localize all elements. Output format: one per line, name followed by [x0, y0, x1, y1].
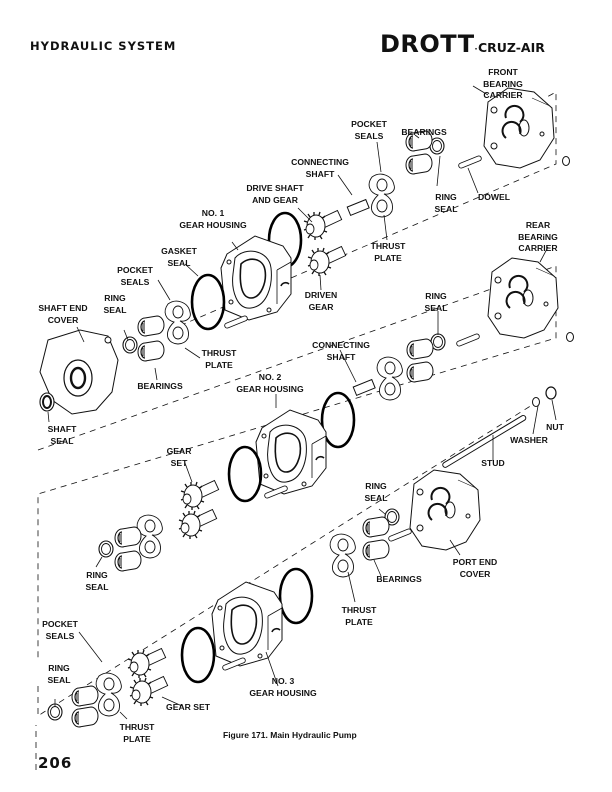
bearings-part-bottom — [71, 685, 99, 728]
label-bearings-left: BEARINGS — [137, 381, 183, 391]
guide-line-upper-middle — [37, 265, 557, 660]
label-shaft-seal: SHAFT SEAL — [47, 424, 77, 446]
label-no3-gear-housing: NO. 3 GEAR HOUSING — [249, 676, 317, 698]
label-shaft-end-cover: SHAFT END COVER — [38, 303, 88, 325]
thrust-plate-part-mid — [376, 356, 403, 401]
dowel-part-top — [457, 154, 483, 170]
label-thrust-plate-left: THRUST PLATE — [201, 348, 237, 370]
gasket-ring-no2-right — [320, 391, 356, 449]
connecting-shaft-part-top — [346, 198, 370, 217]
bearings-part-rear — [406, 338, 434, 383]
dowel-part-no1 — [223, 314, 249, 330]
assembly-guide-lines — [35, 91, 557, 770]
connecting-shaft-part-mid — [352, 378, 376, 397]
label-ring-seal-mid-left: RING SEAL — [85, 570, 109, 592]
label-drive-shaft-and-gear: DRIVE SHAFT AND GEAR — [246, 183, 304, 205]
nut-part-top — [562, 156, 570, 166]
label-thrust-plate-port: THRUST PLATE — [341, 605, 377, 627]
stud-part — [442, 414, 527, 468]
label-bearings-port: BEARINGS — [376, 574, 422, 584]
gasket-ring-no3-left — [180, 626, 216, 684]
washer-part — [532, 397, 540, 407]
label-thrust-plate-top: THRUST PLATE — [370, 241, 406, 263]
dowel-part-port — [387, 527, 413, 543]
label-no2-gear-housing: NO. 2 GEAR HOUSING — [236, 372, 304, 394]
label-pocket-seals-left: POCKET SEALS — [117, 265, 153, 287]
page-number: 206 — [38, 754, 73, 772]
brand-model: CRUZ-AIR — [477, 40, 545, 55]
rear-bearing-carrier-part — [487, 257, 559, 339]
thrust-plate-part-bottom — [95, 672, 122, 717]
label-no1-gear-housing: NO. 1 GEAR HOUSING — [179, 208, 247, 230]
label-gasket-seal: GASKET SEAL — [161, 246, 197, 268]
shaft-seal-part — [39, 392, 55, 412]
label-connecting-shaft-mid: CONNECTING SHAFT — [312, 340, 370, 362]
label-ring-seal-bottom: RING SEAL — [47, 663, 71, 685]
label-port-end-cover: PORT END COVER — [452, 557, 498, 579]
label-thrust-plate-bottom: THRUST PLATE — [119, 722, 155, 744]
thrust-plate-part-port — [329, 533, 356, 578]
gasket-ring-no2-left — [227, 445, 263, 503]
label-ring-seal-left: RING SEAL — [103, 293, 127, 315]
nut-part — [545, 386, 557, 400]
label-ring-seal-rear: RING SEAL — [424, 291, 448, 313]
label-rear-bearing-carrier: REAR BEARiNG CARRIER — [518, 220, 558, 254]
bearings-part-mid-left — [114, 526, 142, 572]
no3-gear-housing-part — [211, 581, 283, 667]
nut-part-rear — [566, 332, 574, 342]
label-gear-set-mid: GEAR SET — [166, 446, 192, 468]
ring-seal-part-left — [122, 336, 138, 354]
label-dowel: DOWEL — [478, 192, 510, 202]
label-washer: WASHER — [510, 435, 548, 445]
bearings-part-left — [137, 315, 165, 362]
ring-seal-part-bottom — [47, 703, 63, 721]
label-nut: NUT — [546, 422, 564, 432]
section-title: HYDRAULIC SYSTEM — [30, 39, 177, 53]
gear-set-part-bottom — [127, 647, 169, 707]
label-ring-seal-top: RING SEAL — [434, 192, 458, 214]
brand-name: DROTT — [380, 30, 475, 58]
no1-gear-housing-part — [220, 235, 292, 321]
label-pocket-seals-top: POCKET SEALS — [351, 119, 387, 141]
label-stud: STUD — [481, 458, 505, 468]
label-driven-gear: DRIVEN GEAR — [304, 290, 338, 312]
thrust-plate-part-top — [368, 173, 395, 218]
brand-logo: DROTT·CRUZ-AIR — [380, 30, 545, 58]
label-bearings-top: BEARINGS — [401, 127, 447, 137]
dowel-part-rear — [455, 332, 481, 348]
gear-set-part-mid — [178, 479, 220, 540]
figure-caption: Figure 171. Main Hydraulic Pump — [223, 730, 357, 740]
thrust-plate-part-left — [164, 300, 191, 345]
gasket-ring-no3-right — [278, 567, 314, 625]
leader-lines — [47, 85, 557, 720]
ring-seal-part-mid-left — [98, 540, 114, 558]
label-ring-seal-port: RING SEAL — [364, 481, 388, 503]
bearings-part-port — [362, 516, 390, 561]
label-pocket-seals-bottom: POCKET SEALS — [42, 619, 78, 641]
guide-line-top — [169, 91, 557, 331]
guide-line-lower-middle — [37, 399, 541, 717]
shaft-end-cover-part — [39, 329, 119, 415]
no2-gear-housing-part — [255, 409, 327, 495]
brand-mark: · — [474, 44, 478, 55]
label-front-bearing-carrier: FRONT BEARING CARRIER — [483, 67, 523, 101]
gasket-seal-part — [190, 273, 226, 331]
label-connecting-shaft-top: CONNECTING SHAFT — [291, 157, 349, 179]
port-end-cover-part — [409, 469, 481, 551]
label-gear-set-bottom: GEAR SET — [166, 702, 210, 712]
